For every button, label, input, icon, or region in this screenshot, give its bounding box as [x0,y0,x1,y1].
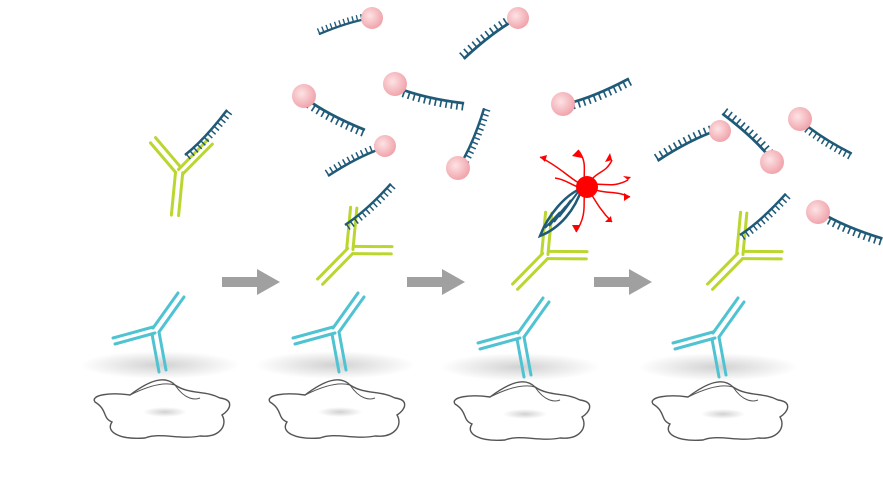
arrow-right-icon [407,269,465,295]
secondary-antibody-icon [304,199,398,287]
secondary-antibody-icon [499,204,593,292]
dna-probe-icon [338,183,401,228]
bead-icon [788,107,812,131]
dna-probe-icon [655,127,718,161]
arrow-right-icon [222,269,280,295]
bead-icon [374,135,396,157]
bead-icon [292,84,316,108]
secondary-antibody-icon [132,113,237,221]
cell-icon [79,350,241,440]
dna-probe-icon [326,145,383,176]
secondary-antibody-icon [694,204,788,292]
arrow-right-icon [594,269,652,295]
bead-icon [361,7,383,29]
dna-probe-icon [566,73,631,112]
fluorophore-signal-icon [537,149,631,239]
bead-icon [383,72,407,96]
cell-icon [254,350,416,440]
cell-icon [439,352,601,442]
bead-icon [806,200,830,224]
bead-icon [709,120,731,142]
dna-probe-icon [733,193,796,238]
bead-icon [446,156,470,180]
bead-icon [507,7,529,29]
bead-icon [551,92,575,116]
bead-icon [760,150,784,174]
dna-probe-icon [817,192,883,262]
dna-probe-icon [396,64,466,130]
